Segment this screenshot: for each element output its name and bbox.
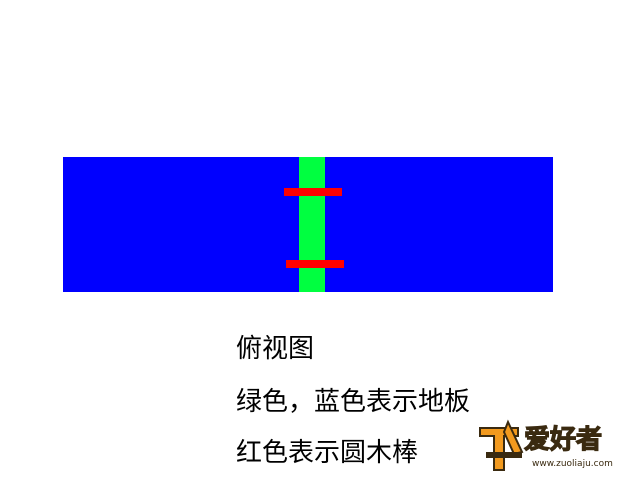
green-floor-strip	[299, 157, 325, 292]
watermark-brand: 爱好者	[524, 425, 602, 455]
red-wooden-rod-bottom	[286, 260, 344, 268]
watermark-glyph-icon	[479, 419, 524, 471]
caption-floor-legend: 绿色，蓝色表示地板	[236, 387, 471, 417]
red-wooden-rod-top	[284, 188, 342, 196]
caption-rod-legend: 红色表示圆木棒	[236, 438, 419, 468]
caption-title: 俯视图	[236, 334, 315, 364]
site-watermark-logo: 爱好者 www.zuoliaju.com	[479, 419, 613, 471]
watermark-url: www.zuoliaju.com	[532, 459, 613, 469]
